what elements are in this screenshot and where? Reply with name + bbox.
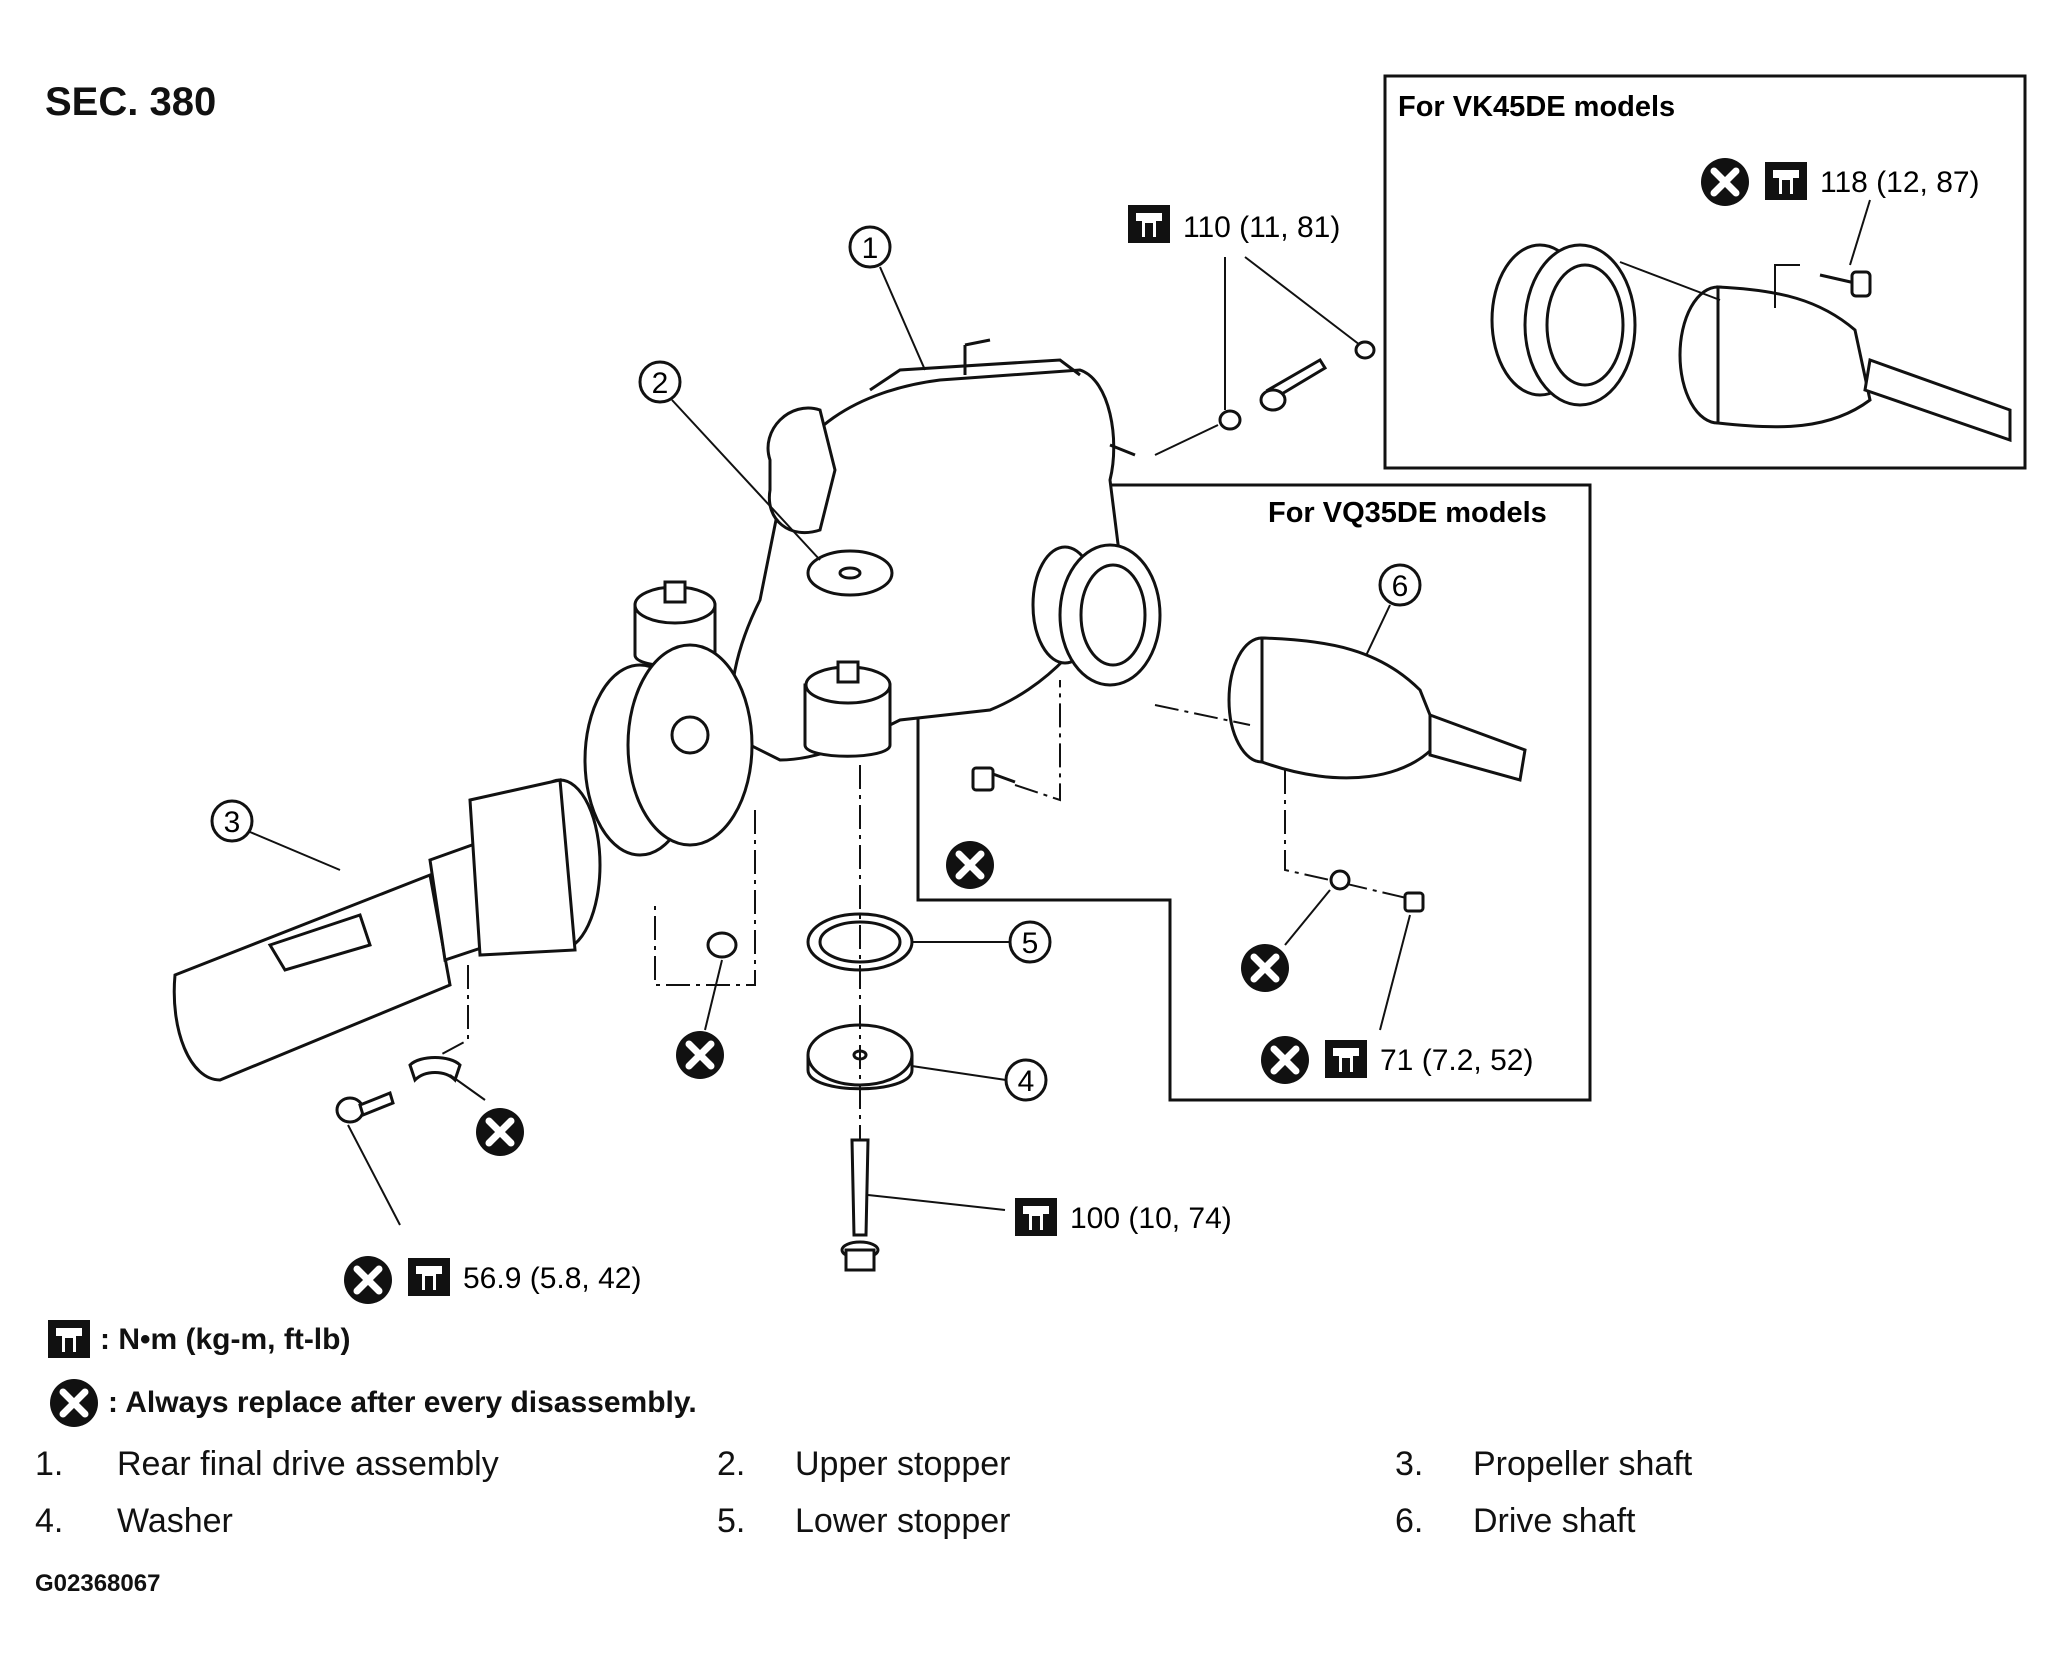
part-number: 5. [717, 1502, 746, 1540]
parts-row: 1. Rear final drive assembly 2. Upper st… [35, 1445, 1935, 1502]
torque-wrench-icon [48, 1320, 90, 1358]
torque-wrench-icon [1015, 1198, 1057, 1236]
replace-icon [476, 1108, 524, 1156]
part-label: Drive shaft [1473, 1502, 1636, 1540]
callout-3 [210, 799, 254, 843]
part-number: 1. [35, 1445, 64, 1483]
top-bolt [1218, 340, 1376, 431]
mount-bolt-torque: 100 (10, 74) [1070, 1202, 1232, 1235]
replace-icon [1261, 1036, 1309, 1084]
final-drive-housing [730, 338, 1136, 762]
legend-torque: : N•m (kg-m, ft-lb) [48, 1320, 350, 1360]
parts-list: 1. Rear final drive assembly 2. Upper st… [35, 1445, 1935, 1559]
legend-torque-text: : N•m (kg-m, ft-lb) [100, 1323, 351, 1356]
callout-2-number: 2 [652, 367, 669, 400]
drive-shaft-nut [1329, 869, 1425, 913]
legend-replace-text: : Always replace after every disassembly… [108, 1386, 697, 1419]
part-label: Upper stopper [795, 1445, 1011, 1483]
vk45de-hub [1490, 243, 1637, 407]
replace-icon [344, 1256, 392, 1304]
mount-bolt [840, 1138, 880, 1272]
section-title: SEC. 380 [45, 80, 217, 124]
legend-replace: : Always replace after every disassembly… [48, 1377, 697, 1429]
callout-3-number: 3 [224, 806, 241, 839]
companion-nut [706, 931, 738, 959]
replace-icon [1701, 158, 1749, 206]
mount-bushing-center [803, 660, 892, 758]
callout-2 [638, 360, 682, 404]
drive-shaft-nut-torque: 71 (7.2, 52) [1380, 1044, 1533, 1077]
replace-icon [676, 1031, 724, 1079]
torque-wrench-icon [1128, 205, 1170, 243]
vk45de-joint [1678, 285, 2012, 443]
replace-icon [1241, 944, 1289, 992]
vk45de-torque-value: 118 (12, 87) [1820, 166, 1980, 199]
companion-flange [583, 643, 754, 857]
upper-stopper [806, 549, 894, 597]
callout-6 [1378, 563, 1422, 607]
replace-icon [48, 1377, 100, 1429]
top-bolt-torque: 110 (11, 81) [1183, 211, 1340, 244]
part-number: 2. [717, 1445, 746, 1483]
drive-shaft [1227, 636, 1527, 782]
part-label: Washer [117, 1502, 233, 1540]
propeller-bolt-torque: 56.9 (5.8, 42) [463, 1262, 641, 1295]
replace-icon [946, 841, 994, 889]
callout-1 [848, 225, 892, 269]
figure-code: G02368067 [35, 1570, 161, 1597]
callout-6-number: 6 [1392, 570, 1409, 603]
callout-4-number: 4 [1018, 1065, 1035, 1098]
propeller-shaft-bolt [335, 1056, 462, 1124]
propeller-shaft [172, 778, 602, 1082]
vk45de-bolt [1819, 270, 1872, 298]
side-hub-bolt [971, 766, 1016, 792]
parts-row: 4. Washer 5. Lower stopper 6. Drive shaf… [35, 1502, 1935, 1559]
vq35de-inset-box [916, 483, 1592, 1102]
side-hub [1031, 543, 1162, 687]
vq35de-inset-title: For VQ35DE models [1268, 497, 1547, 529]
part-number: 6. [1395, 1502, 1424, 1540]
torque-wrench-icon [1765, 162, 1807, 200]
torque-wrench-icon [408, 1258, 450, 1296]
part-label: Rear final drive assembly [117, 1445, 499, 1483]
part-number: 3. [1395, 1445, 1424, 1483]
vk45de-inset-box [1383, 74, 2027, 470]
part-label: Lower stopper [795, 1502, 1011, 1540]
callout-5-number: 5 [1022, 927, 1039, 960]
callout-1-number: 1 [862, 232, 879, 265]
vk45de-inset-title: For VK45DE models [1398, 91, 1675, 123]
torque-wrench-icon [1325, 1040, 1367, 1078]
part-number: 4. [35, 1502, 64, 1540]
part-label: Propeller shaft [1473, 1445, 1693, 1483]
